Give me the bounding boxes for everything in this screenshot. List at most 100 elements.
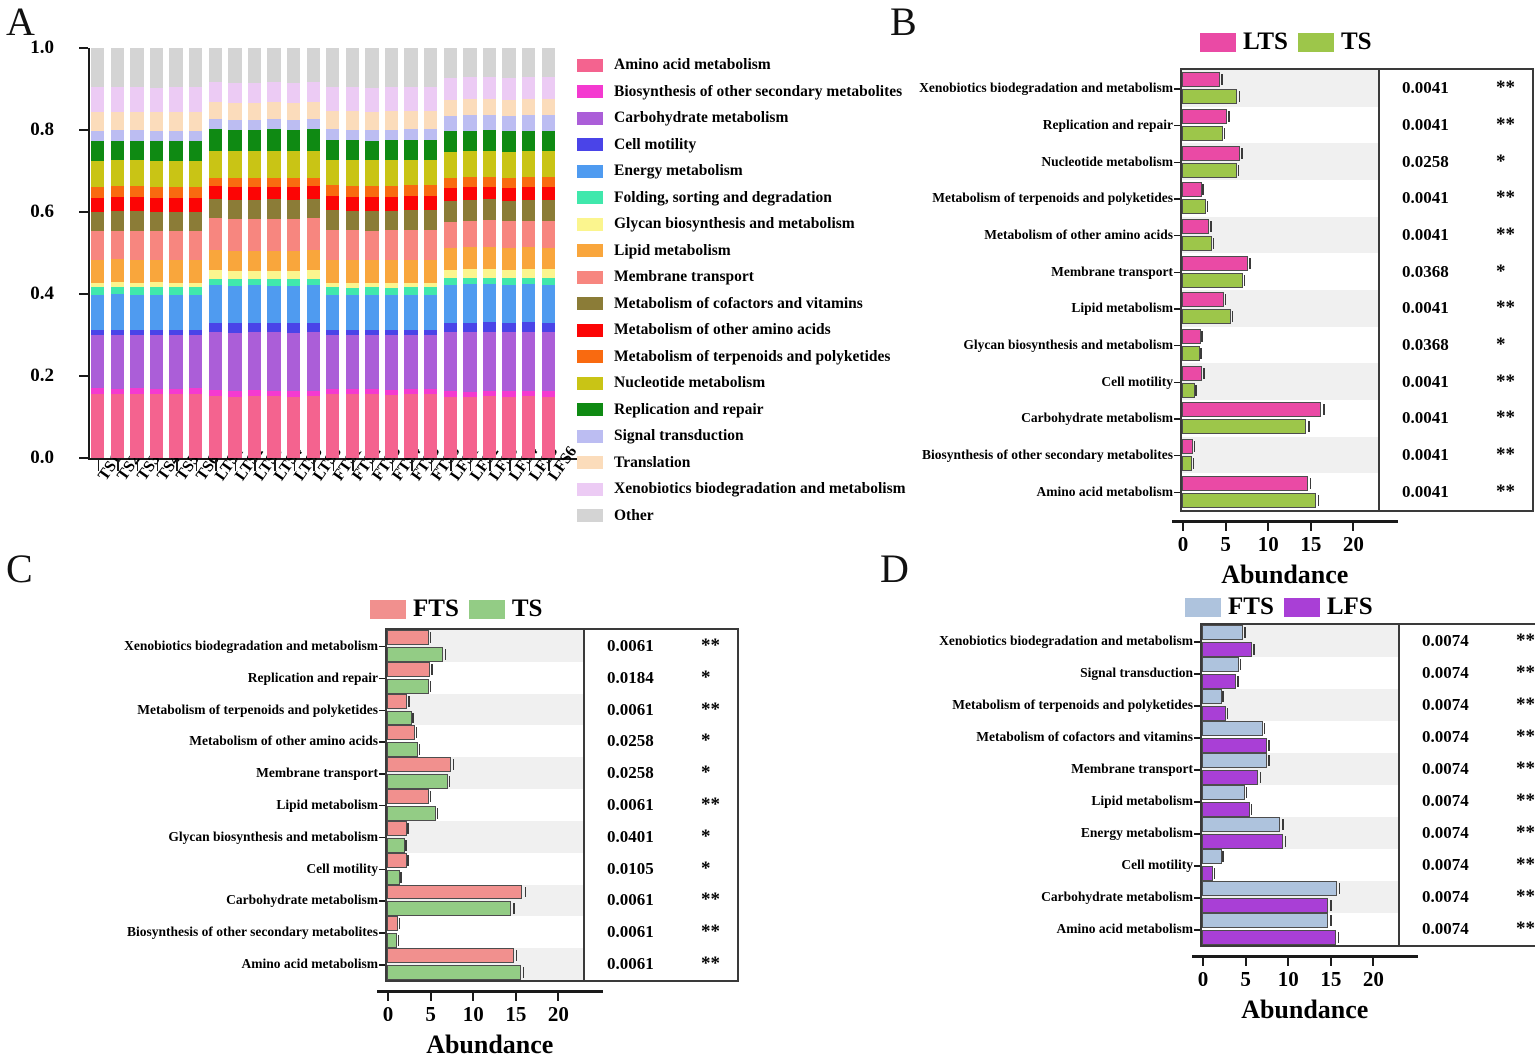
error-bar — [515, 950, 518, 962]
panel-a-x-tick — [117, 460, 119, 471]
bar-fts — [1202, 913, 1329, 928]
stack-segment — [482, 98, 497, 115]
bar-ts — [387, 965, 521, 980]
legend-label: TS — [1340, 28, 1372, 55]
legend-item: Cell motility — [577, 132, 997, 159]
stack-segment — [91, 259, 105, 283]
legend-label: Metabolism of terpenoids and polyketides — [614, 347, 891, 365]
bar-lfs — [1202, 770, 1259, 785]
stack-segment — [149, 287, 164, 295]
stack-segment — [541, 114, 555, 131]
stack-segment — [521, 322, 536, 332]
legend-label: Metabolism of other amino acids — [614, 321, 831, 339]
significance-stars: ** — [1516, 790, 1535, 811]
row-stats: 0.0041** — [1380, 290, 1532, 327]
stack-segment — [404, 185, 418, 197]
stack-segment — [169, 48, 183, 88]
error-bar — [407, 854, 409, 866]
error-bar — [429, 680, 432, 692]
stack-segment — [502, 248, 516, 270]
row-category-label: Xenobiotics biodegradation and metabolis… — [890, 70, 1180, 107]
stack-segment — [306, 186, 320, 199]
stack-segment — [149, 211, 164, 232]
panel-a-x-axis-line — [88, 458, 590, 460]
bar-slot — [387, 789, 583, 804]
stack-segment — [149, 197, 164, 212]
stack-segment — [189, 282, 203, 288]
significance-stars: ** — [1496, 370, 1515, 392]
stack-segment — [384, 330, 399, 336]
stack-segment — [521, 277, 536, 285]
bar-ts — [1182, 89, 1238, 105]
stack-segment — [110, 87, 125, 112]
panel-a-y-tick — [79, 211, 88, 213]
stack-segment — [502, 178, 516, 188]
stack-segment — [91, 393, 105, 458]
row-stats: 0.0074** — [1400, 689, 1535, 721]
legend-item: Energy metabolism — [577, 158, 997, 185]
stack-segment — [404, 110, 418, 130]
stack-segment — [208, 395, 222, 458]
table-row: Metabolism of terpenoids and polyketides… — [890, 179, 1532, 217]
row-stats: 0.0041** — [1380, 180, 1532, 217]
x-tick-label: 10 — [1277, 967, 1299, 991]
bar-lts — [1182, 438, 1194, 454]
stack-segment — [306, 270, 320, 279]
row-bar-track — [1180, 70, 1380, 107]
stack-segment — [345, 388, 360, 395]
stack-segment — [365, 211, 379, 231]
row-category-label: Metabolism of terpenoids and polyketides — [870, 689, 1200, 721]
bar-fts — [387, 630, 429, 645]
row-bar-track — [1200, 721, 1400, 753]
table-row: Xenobiotics biodegradation and metabolis… — [55, 630, 737, 662]
error-bar — [1323, 404, 1325, 416]
bar-lfs — [1202, 834, 1283, 849]
bar-ts — [387, 837, 405, 853]
bar-slot — [1202, 721, 1398, 736]
stack-segment — [404, 330, 418, 336]
row-bar-track — [1180, 399, 1380, 437]
stacked-bar-column — [345, 48, 360, 458]
bar-ts — [1182, 235, 1212, 251]
bar-slot — [1182, 419, 1378, 435]
row-category-label: Cell motility — [890, 363, 1180, 400]
stack-segment — [130, 287, 144, 295]
x-tick-label: 20 — [1342, 532, 1364, 556]
bar-slot — [1182, 309, 1378, 325]
stack-segment — [345, 230, 360, 261]
p-value: 0.0074 — [1422, 759, 1469, 778]
x-tick-label: 20 — [547, 1002, 569, 1026]
stack-segment — [404, 259, 418, 283]
plot-frame-right — [1532, 68, 1534, 512]
row-bar-track — [1180, 436, 1380, 474]
stack-segment — [463, 77, 477, 99]
bar-slot — [387, 774, 583, 790]
stack-segment — [228, 178, 242, 188]
legend-item: Xenobiotics biodegradation and metabolis… — [577, 476, 997, 503]
stack-segment — [326, 87, 340, 111]
stack-segment — [541, 130, 555, 151]
stack-segment — [91, 186, 105, 198]
stack-segment — [443, 78, 457, 100]
row-stats: 0.0041** — [1380, 437, 1532, 474]
x-tick-label: 10 — [462, 1002, 484, 1026]
stack-segment — [286, 323, 301, 333]
x-tick-label: 0 — [382, 1002, 394, 1026]
bar-slot — [1202, 849, 1398, 864]
legend-swatch — [577, 350, 603, 364]
row-bar-track — [1200, 913, 1400, 945]
row-bar-track — [1200, 849, 1400, 881]
stacked-bar-column — [326, 48, 340, 458]
stack-segment — [91, 130, 105, 142]
stack-segment — [286, 48, 301, 83]
p-value: 0.0258 — [607, 763, 654, 783]
stack-segment — [345, 196, 360, 211]
significance-stars: ** — [1516, 758, 1535, 779]
stack-segment — [541, 220, 555, 248]
